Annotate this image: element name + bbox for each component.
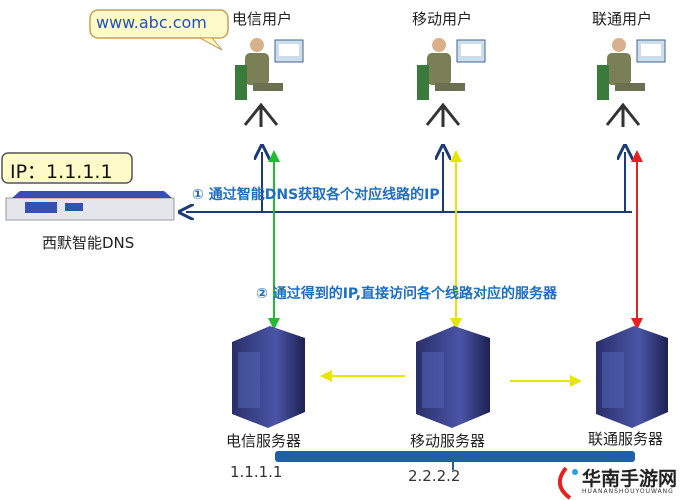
server-icon [416, 326, 490, 428]
user-icon [235, 38, 304, 127]
watermark-logo [558, 466, 578, 500]
dns-server-icon [5, 191, 175, 221]
server-ip: 1.1.1.1 [230, 463, 283, 481]
step1-text: ① 通过智能DNS获取各个对应线路的IP [192, 187, 440, 203]
server-icon [232, 326, 305, 428]
step2-text: ② 通过得到的IP,直接访问各个线路对应的服务器 [256, 286, 557, 302]
dns-name: 西默智能DNS [42, 234, 135, 252]
watermark-name: 华南手游网 [582, 468, 678, 490]
ip-box [1, 152, 133, 184]
dns-ip-label: IP：1.1.1.1 [10, 161, 113, 183]
watermark-sub: HUANANSHOUYOUWANG [582, 488, 674, 495]
server-label: 联通服务器 [588, 430, 664, 448]
user-icon [597, 38, 666, 127]
server-icon [596, 326, 668, 428]
user-label: 电信用户 [232, 10, 293, 28]
url-callout [89, 9, 229, 51]
user-label: 移动用户 [412, 10, 473, 28]
server-ip: 2.2.2.2 [408, 467, 461, 485]
user-label: 联通用户 [592, 10, 653, 28]
user-icon [417, 38, 486, 127]
server-label: 电信服务器 [226, 432, 302, 450]
dns-query-arrows [186, 152, 632, 212]
server-network-bar [275, 451, 635, 462]
url-text: www.abc.com [96, 13, 207, 32]
server-label: 移动服务器 [410, 432, 486, 450]
